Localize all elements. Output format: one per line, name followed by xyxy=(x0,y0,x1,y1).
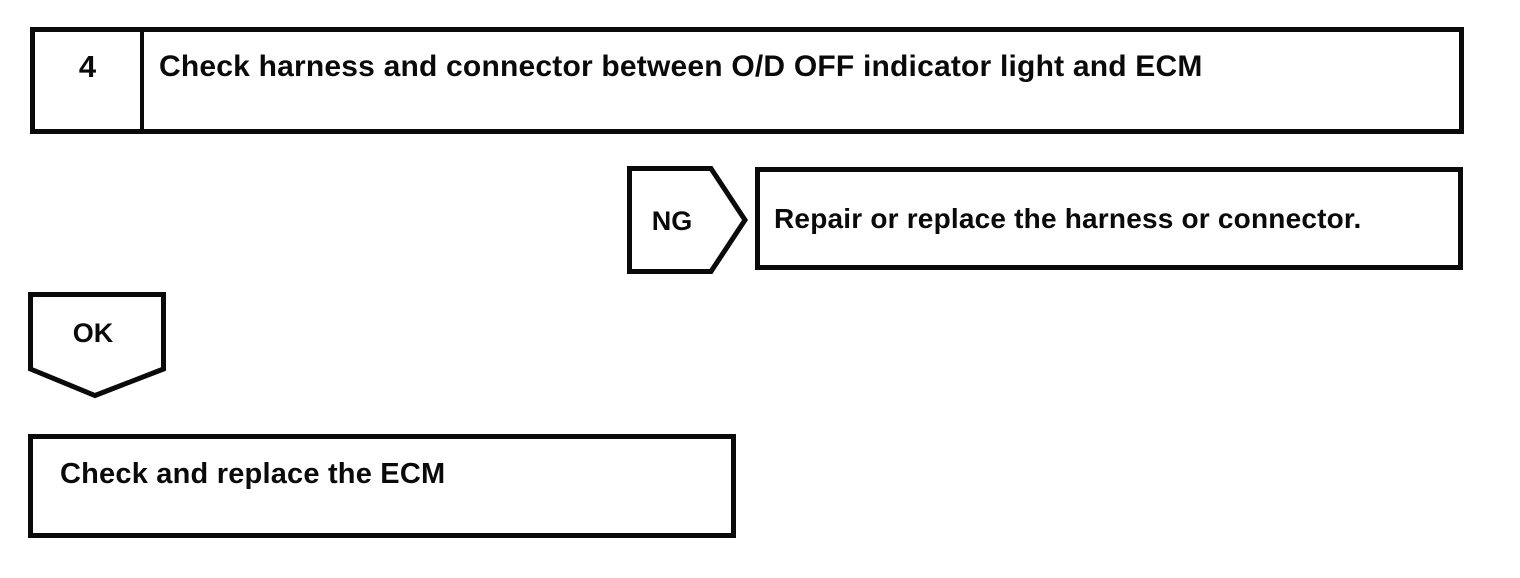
step-number: 4 xyxy=(35,32,144,129)
step-box: 4 Check harness and connector between O/… xyxy=(30,27,1464,134)
ng-label: NG xyxy=(652,206,693,236)
result-box: Check and replace the ECM xyxy=(28,434,736,538)
ng-action-text: Repair or replace the harness or connect… xyxy=(774,202,1362,234)
result-action-text: Check and replace the ECM xyxy=(60,458,446,490)
ng-action-box: Repair or replace the harness or connect… xyxy=(755,167,1463,270)
ok-label: OK xyxy=(73,318,114,348)
ng-pentagon-shape xyxy=(627,166,748,274)
ng-connector-pentagon: NG xyxy=(627,166,748,274)
ok-connector-pentagon: OK xyxy=(28,292,166,399)
ok-pentagon-shape xyxy=(28,292,166,399)
step-title: Check harness and connector between O/D … xyxy=(159,50,1203,83)
